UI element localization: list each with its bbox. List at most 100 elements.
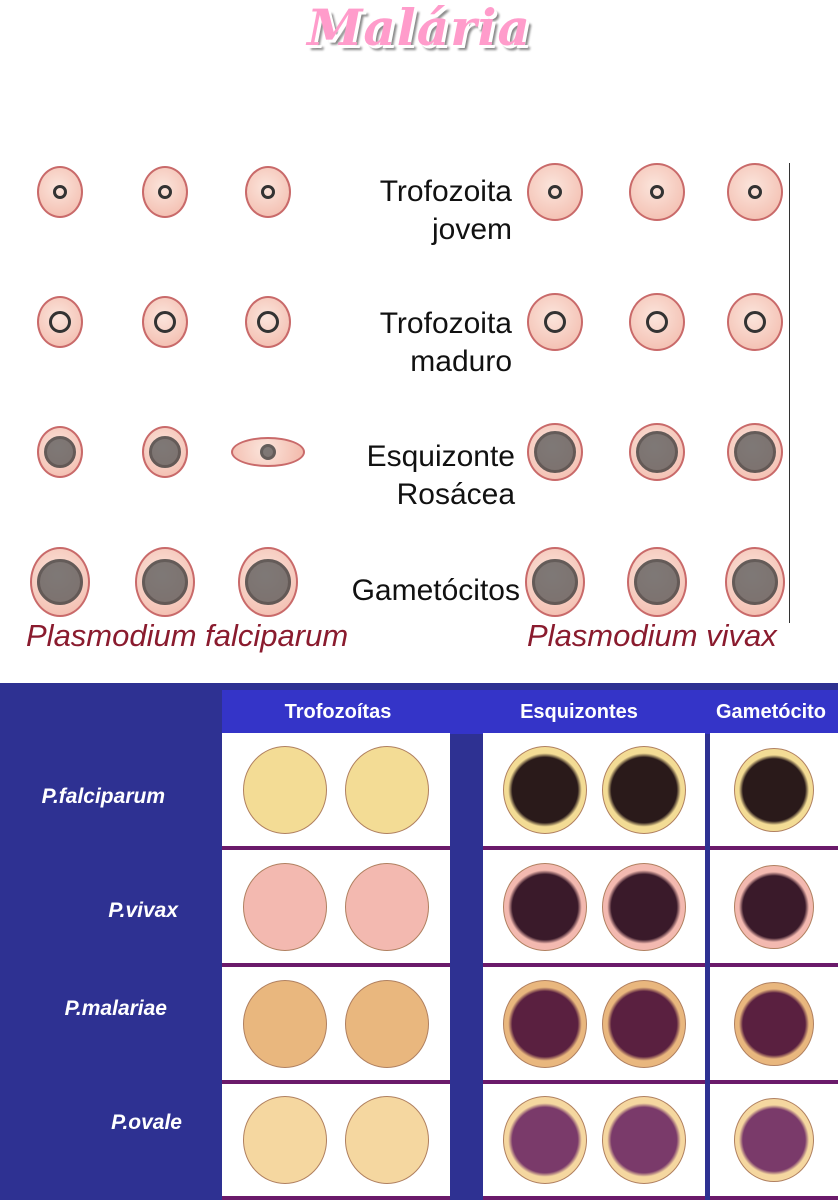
divider [789,163,790,623]
parasite-illustration [734,431,776,473]
table-cell-illustration [710,850,838,967]
parasite-illustration [158,185,172,199]
blood-cell-illustration [727,423,783,481]
blood-cell-illustration [527,423,583,481]
blood-cell-illustration [243,862,327,951]
blood-cell-illustration [502,979,587,1068]
blood-cell-illustration [627,547,687,617]
blood-cell-illustration [629,423,685,481]
stage-label-trofozoita-maduro: Trofozoita maduro [262,305,512,381]
blood-cell-illustration [37,426,83,478]
parasite-illustration [534,431,576,473]
blood-cell-illustration [345,979,429,1068]
blood-cell-illustration [231,437,305,467]
blood-cell-illustration [37,166,83,218]
stage-label-line: jovem [431,213,512,246]
stage-label-line: Gametócitos [351,574,520,607]
blood-cell-illustration [629,163,685,221]
stage-label-line: Rosácea [396,478,515,511]
table-cell-illustration [222,1084,450,1200]
parasite-illustration [548,185,562,199]
stage-label-line: Esquizonte [366,440,515,473]
blood-cell-illustration [345,745,429,834]
blood-cell-illustration [734,864,814,949]
parasite-illustration [37,559,83,605]
blood-cell-illustration [245,296,291,348]
blood-cell-illustration [727,293,783,351]
blood-cell-illustration [142,296,188,348]
column-header-trofozoitas: Trofozoítas [222,690,454,734]
blood-cell-illustration [142,426,188,478]
blood-cell-illustration [243,1096,327,1184]
column-header-esquizontes: Esquizontes [454,690,704,734]
parasite-illustration [636,431,678,473]
parasite-illustration [261,185,275,199]
parasite-illustration [732,559,778,605]
stage-label-line: Trofozoita [379,307,512,340]
blood-cell-illustration [734,1098,814,1182]
column-header-gametocito: Gametócito [704,690,838,734]
stage-label-gametocitos: Gametócitos [270,572,520,610]
species-label-vivax: Plasmodium vivax [527,618,777,653]
row-label-vivax: P.vivax [108,899,178,922]
table-cell-illustration [483,1084,705,1200]
blood-cell-illustration [527,293,583,351]
parasite-illustration [634,559,680,605]
row-label-malariae: P.malariae [64,997,167,1020]
parasite-illustration [49,311,71,333]
stage-label-line: Trofozoita [379,175,512,208]
parasite-illustration [544,311,566,333]
table-cell-illustration [483,850,705,967]
row-label-falciparum: P.falciparum [41,785,165,808]
parasite-illustration [149,436,181,468]
table-cell-illustration [222,850,450,967]
parasite-illustration [44,436,76,468]
blood-cell-illustration [601,1096,686,1184]
parasite-illustration [257,311,279,333]
blood-cell-illustration [502,745,587,834]
blood-cell-illustration [345,1096,429,1184]
parasite-illustration [650,185,664,199]
comparison-table: Trofozoítas Esquizontes Gametócito P.fal… [0,683,838,1200]
parasite-illustration [154,311,176,333]
table-cell-illustration [710,967,838,1084]
blood-cell-illustration [243,979,327,1068]
parasite-illustration [260,444,276,460]
species-label-falciparum: Plasmodium falciparum [26,618,349,653]
blood-cell-illustration [734,981,814,1066]
blood-cell-illustration [30,547,90,617]
blood-cell-illustration [727,163,783,221]
parasite-illustration [748,185,762,199]
blood-cell-illustration [527,163,583,221]
table-cell-illustration [710,1084,838,1200]
table-cell-illustration [222,967,450,1084]
page-title: Malária [307,0,531,57]
row-label-ovale: P.ovale [111,1111,182,1134]
parasite-illustration [142,559,188,605]
blood-cell-illustration [142,166,188,218]
stage-label-line: maduro [410,345,512,378]
parasite-illustration [744,311,766,333]
blood-cell-illustration [502,862,587,951]
blood-cell-illustration [37,296,83,348]
parasite-illustration [646,311,668,333]
table-cell-illustration [483,733,705,850]
blood-cell-illustration [245,166,291,218]
table-cell-illustration [222,733,450,850]
blood-cell-illustration [238,547,298,617]
table-cell-illustration [710,733,838,850]
table-cell-illustration [483,967,705,1084]
blood-cell-illustration [345,862,429,951]
blood-cell-illustration [243,745,327,834]
parasite-illustration [532,559,578,605]
blood-cell-illustration [629,293,685,351]
blood-cell-illustration [601,745,686,834]
blood-cell-illustration [502,1096,587,1184]
blood-cell-illustration [525,547,585,617]
blood-cell-illustration [725,547,785,617]
stage-label-trofozoita-jovem: Trofozoita jovem [262,173,512,249]
parasite-illustration [245,559,291,605]
blood-cell-illustration [601,979,686,1068]
parasite-illustration [53,185,67,199]
